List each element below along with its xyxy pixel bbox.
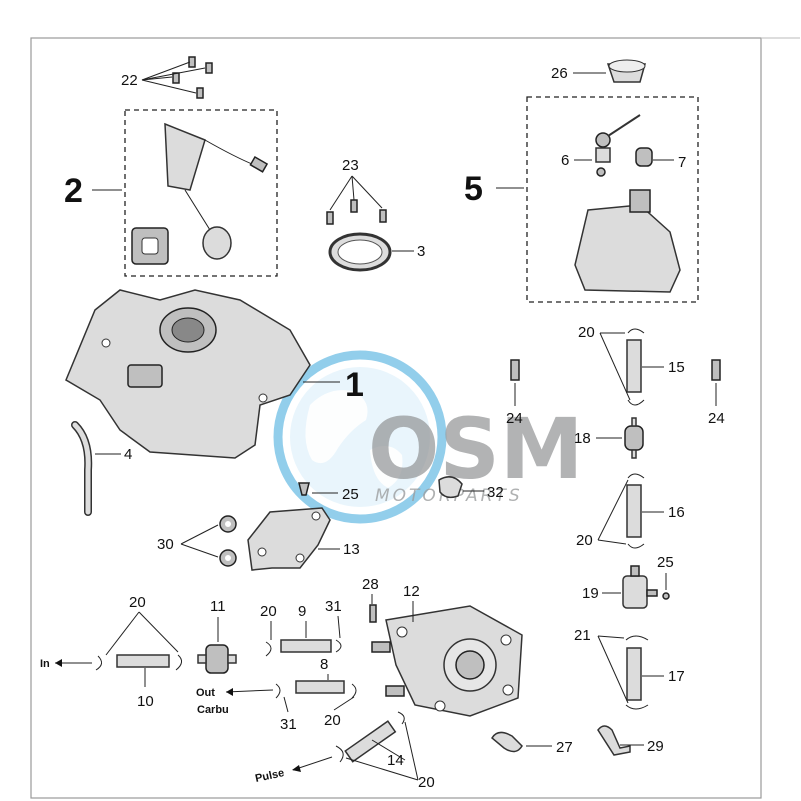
valve-7-icon <box>635 147 653 167</box>
bolt-24b-icon <box>711 359 721 381</box>
hose-10-icon <box>116 654 170 668</box>
callout-17: 17 <box>668 668 685 685</box>
callout-6: 6 <box>561 152 569 169</box>
fuel-pump-housing-icon <box>574 189 681 293</box>
clamp-29-icon <box>597 725 631 756</box>
callout-20e: 20 <box>324 712 341 729</box>
filter-11-icon <box>197 644 237 674</box>
hose-8-icon <box>295 680 345 694</box>
callout-4: 4 <box>124 446 132 463</box>
hose-14-icon <box>344 720 397 763</box>
valve-19-icon <box>622 565 658 609</box>
screw-25a-icon <box>298 482 310 496</box>
bolt-24a-icon <box>510 359 520 381</box>
fuel-level-sender-icon <box>131 122 269 265</box>
callout-25a: 25 <box>342 486 359 503</box>
callout-30: 30 <box>157 536 174 553</box>
flow-label-out: Out <box>196 687 215 699</box>
callout-3: 3 <box>417 243 425 260</box>
hose-9-icon <box>280 639 332 653</box>
clamp-20c-left-icon <box>95 655 102 671</box>
callout-27: 27 <box>556 739 573 756</box>
bracket-13-icon <box>247 507 331 571</box>
callout-20a: 20 <box>578 324 595 341</box>
callout-7: 7 <box>678 154 686 171</box>
fuel-tank-icon <box>65 289 311 459</box>
callout-24a: 24 <box>506 410 523 427</box>
hose-17-icon <box>626 647 642 701</box>
callout-11: 11 <box>210 598 226 615</box>
callout-31b: 31 <box>280 716 297 733</box>
hose-15-icon <box>626 339 642 393</box>
filler-cap-26-icon <box>606 59 646 83</box>
group-2-box <box>124 109 278 277</box>
callout-13: 13 <box>343 541 360 558</box>
clamp-20f-icon <box>335 745 344 763</box>
callout-8: 8 <box>320 656 328 673</box>
callout-29: 29 <box>647 738 664 755</box>
callout-20d: 20 <box>260 603 277 620</box>
callout-16: 16 <box>668 504 685 521</box>
screw-25b-icon <box>662 592 670 600</box>
callout-28: 28 <box>362 576 379 593</box>
callout-1: 1 <box>345 366 364 404</box>
callout-23: 23 <box>342 157 359 174</box>
clamp-20-icon <box>627 328 645 334</box>
nuts-30-icon <box>219 515 237 567</box>
clip-27-icon <box>491 731 523 753</box>
callout-20c: 20 <box>129 594 146 611</box>
callout-15: 15 <box>668 359 685 376</box>
callout-22: 22 <box>121 72 138 89</box>
callout-12: 12 <box>403 583 420 600</box>
callout-31a: 31 <box>325 598 342 615</box>
callout-10: 10 <box>137 693 154 710</box>
clamp-32-icon <box>438 476 463 499</box>
screw-28-icon <box>369 604 377 623</box>
flow-label-pulse: Pulse <box>254 767 285 785</box>
callout-21: 21 <box>574 627 591 644</box>
osm-watermark-logo: OSM MOTORPARTS <box>273 350 584 524</box>
group-5-box <box>526 96 699 303</box>
callout-32: 32 <box>487 484 504 501</box>
callout-19: 19 <box>582 585 599 602</box>
fuel-pump-12-icon <box>371 605 523 717</box>
callout-25b: 25 <box>657 554 674 571</box>
callout-18: 18 <box>574 430 591 447</box>
callout-20b: 20 <box>576 532 593 549</box>
callout-5: 5 <box>464 170 483 208</box>
diagram-frame <box>30 37 762 799</box>
flow-label-in: In <box>40 658 50 670</box>
callout-20f: 20 <box>418 774 435 791</box>
watermark-logo-text: OSM <box>368 400 584 498</box>
tank-ring-3-icon <box>328 232 392 272</box>
callout-2: 2 <box>64 172 83 210</box>
callout-24b: 24 <box>708 410 725 427</box>
callout-9: 9 <box>298 603 306 620</box>
callout-26: 26 <box>551 65 568 82</box>
screws-23-icon <box>326 199 387 225</box>
hose-16-icon <box>626 484 642 538</box>
screws-22-icon <box>172 56 213 99</box>
sensor-6-icon <box>595 114 641 177</box>
fuel-filter-18-icon <box>624 417 644 459</box>
flow-label-carbu: Carbu <box>197 704 229 716</box>
